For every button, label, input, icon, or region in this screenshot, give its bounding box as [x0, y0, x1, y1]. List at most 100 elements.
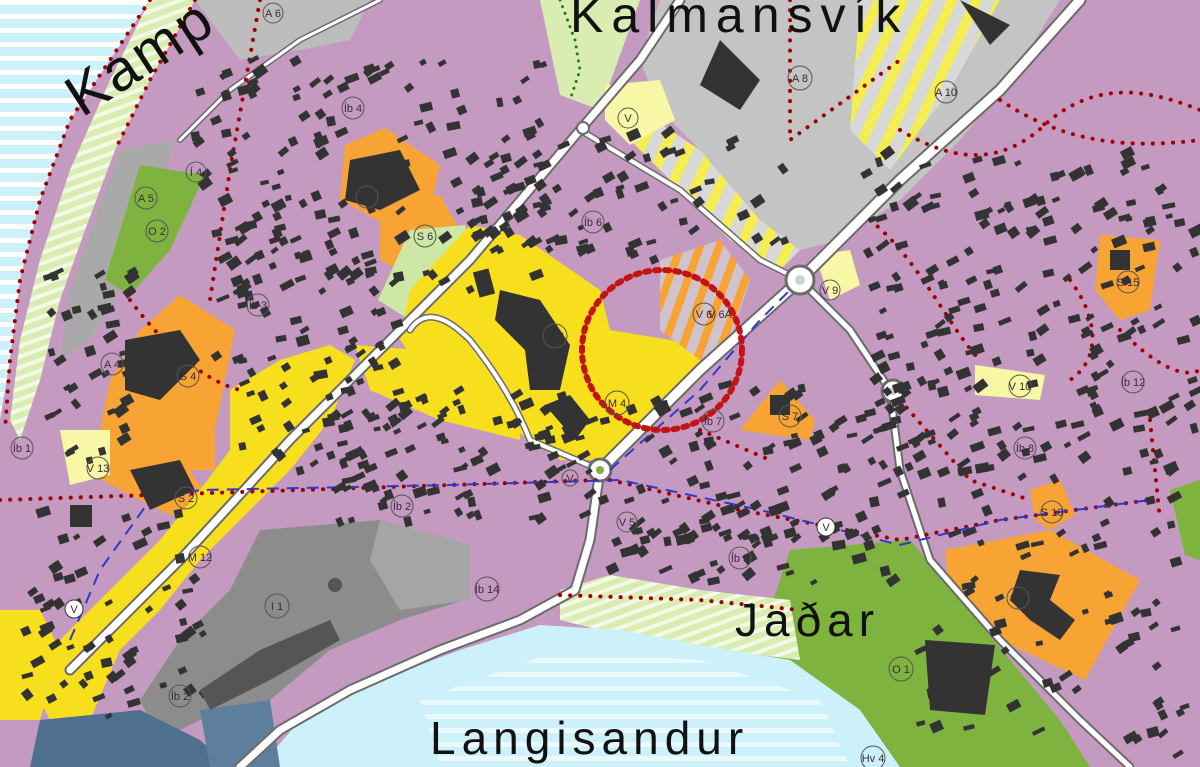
svg-text:V: V — [624, 113, 632, 125]
building — [878, 459, 889, 471]
building — [890, 395, 907, 408]
building — [968, 411, 980, 422]
building — [1175, 707, 1186, 718]
building — [48, 638, 63, 651]
zone-label-ib4: Íb 4 — [341, 96, 365, 120]
building — [295, 465, 305, 476]
building — [1015, 540, 1031, 551]
residential-ib14 — [470, 555, 560, 600]
building — [48, 559, 64, 575]
building — [933, 348, 946, 362]
building — [336, 265, 353, 281]
building — [551, 183, 563, 194]
building — [1036, 303, 1051, 317]
building — [1167, 466, 1179, 477]
building — [886, 283, 899, 292]
building — [533, 161, 544, 168]
building — [437, 59, 447, 68]
building — [287, 136, 299, 148]
svg-text:Íb 14: Íb 14 — [475, 583, 499, 596]
building — [144, 605, 154, 614]
building — [1148, 621, 1160, 631]
building — [916, 375, 928, 387]
building — [450, 176, 463, 189]
building — [246, 367, 257, 378]
building — [289, 315, 303, 326]
junction-north — [576, 121, 590, 135]
svg-text:A 5: A 5 — [138, 193, 154, 205]
building — [639, 535, 651, 545]
svg-text:V 13: V 13 — [87, 463, 110, 475]
building — [313, 442, 324, 452]
building — [783, 527, 797, 539]
svg-text:Íb 12: Íb 12 — [1121, 376, 1145, 389]
building — [52, 408, 63, 417]
building — [533, 512, 547, 526]
building — [188, 572, 201, 585]
building — [32, 593, 46, 605]
building — [601, 171, 616, 184]
building — [1166, 520, 1176, 529]
building — [450, 88, 461, 99]
building — [156, 521, 171, 531]
building — [1093, 196, 1109, 212]
building — [473, 216, 483, 225]
building — [1051, 196, 1061, 204]
zone-label-a8: A 8 — [787, 65, 813, 91]
building — [453, 464, 468, 473]
zone-v13 — [60, 430, 110, 485]
building — [948, 412, 961, 423]
building — [592, 186, 605, 199]
building — [646, 238, 657, 246]
building — [1169, 556, 1183, 568]
building — [323, 355, 333, 365]
building — [510, 388, 524, 401]
svg-text:V: V — [70, 604, 78, 616]
building — [658, 444, 673, 459]
building — [786, 437, 803, 450]
building — [532, 201, 542, 209]
building — [997, 316, 1012, 327]
building — [1172, 262, 1183, 273]
building — [1006, 225, 1021, 240]
building — [544, 244, 554, 254]
building — [1091, 532, 1102, 543]
building — [294, 251, 302, 260]
building — [914, 646, 926, 656]
building — [925, 263, 940, 277]
building — [337, 325, 350, 336]
building — [1032, 453, 1047, 464]
svg-text:V 5: V 5 — [619, 517, 636, 529]
building — [97, 302, 112, 312]
building — [57, 533, 70, 545]
building — [1026, 348, 1035, 357]
building — [111, 668, 126, 682]
building — [53, 354, 67, 367]
building — [936, 326, 952, 337]
building — [1063, 441, 1072, 449]
svg-text:Íb 3: Íb 3 — [249, 299, 267, 312]
building — [689, 185, 703, 195]
industrial-silo — [328, 578, 342, 592]
building — [1005, 698, 1022, 713]
building — [375, 306, 387, 317]
building — [646, 527, 656, 537]
building — [1153, 303, 1163, 311]
building — [323, 269, 334, 281]
building — [585, 468, 593, 476]
building — [473, 509, 483, 521]
building — [161, 584, 172, 592]
building — [947, 528, 962, 539]
building — [274, 223, 287, 233]
green-dotted-line — [558, 0, 582, 102]
building — [868, 496, 880, 508]
building — [100, 657, 113, 669]
building — [891, 271, 902, 283]
building — [789, 462, 803, 474]
building — [397, 405, 414, 421]
building — [465, 151, 480, 166]
building — [881, 419, 898, 432]
zone-label-s5: S 5 — [355, 185, 379, 209]
